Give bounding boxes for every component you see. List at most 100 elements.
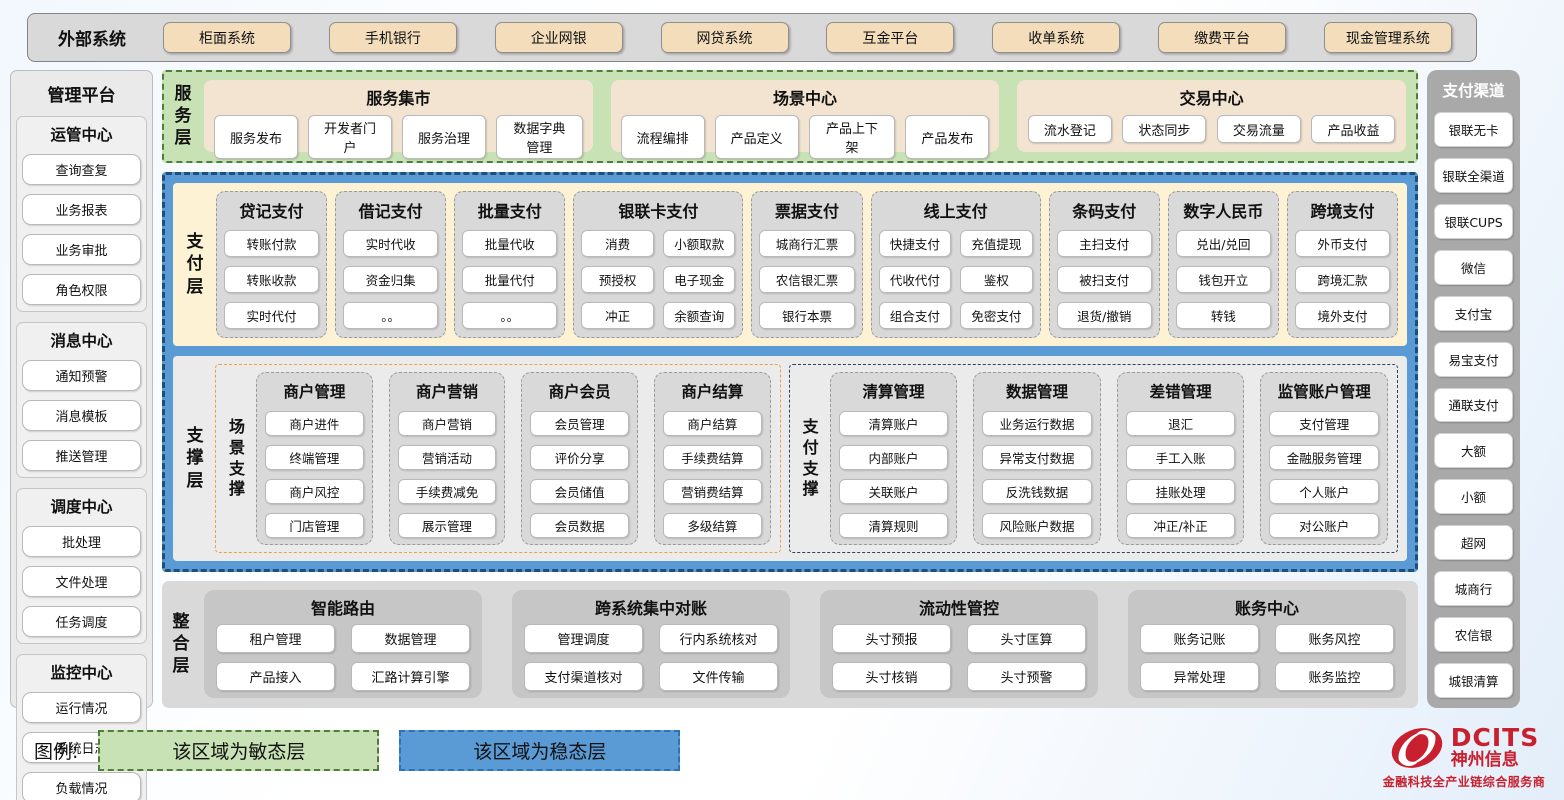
support-layer: 支撑层 场景支撑商户管理商户进件终端管理商户风控门店管理商户营销商户营销营销活动… — [173, 356, 1407, 561]
support-column: 商户结算商户结算手续费结算营销费结算多级结算 — [654, 372, 771, 545]
payment-channel-box: 大额 — [1434, 433, 1513, 469]
integration-module-box: 头寸预报 — [832, 624, 951, 653]
support-module-box: 金融服务管理 — [1269, 445, 1379, 470]
center-column: 服务层 服务集市服务发布开发者门户服务治理数据字典管理场景中心流程编排产品定义产… — [162, 70, 1418, 708]
support-module-box: 商户进件 — [265, 411, 364, 436]
stable-layer-container: 支付层 贷记支付转账付款转账收款实时代付借记支付实时代收资金归集。。批量支付批量… — [162, 172, 1418, 572]
support-module-box: 退汇 — [1125, 411, 1236, 436]
payment-channel-box: 易宝支付 — [1434, 341, 1513, 377]
management-module-box: 消息模板 — [22, 400, 141, 431]
management-group-title: 调度中心 — [50, 498, 113, 516]
support-module-box: 终端管理 — [265, 445, 364, 470]
payment-column: 贷记支付转账付款转账收款实时代付 — [216, 191, 328, 338]
payment-column: 数字人民币兑出/兑回钱包开立转钱 — [1167, 191, 1279, 338]
payment-channel-box: 城商行 — [1434, 571, 1513, 607]
integration-module-box: 头寸核销 — [832, 662, 951, 691]
support-module-box: 评价分享 — [530, 445, 630, 470]
external-system-box: 网贷系统 — [660, 22, 789, 53]
management-module-box: 推送管理 — [22, 440, 141, 471]
support-column-title: 监管账户管理 — [1277, 383, 1371, 401]
payment-module-box: 被扫支付 — [1056, 266, 1152, 293]
payment-module-box: 快捷支付 — [878, 230, 952, 257]
support-column-title: 商户会员 — [548, 383, 611, 401]
support-column-title: 差错管理 — [1149, 383, 1212, 401]
payment-module-box: 资金归集 — [343, 266, 439, 293]
payment-module-box: 退货/撤销 — [1056, 302, 1152, 329]
payment-module-box: 组合支付 — [878, 302, 952, 329]
payment-module-box: 转钱 — [1175, 302, 1271, 329]
integration-layer: 整合层 智能路由租户管理数据管理产品接入汇路计算引擎跨系统集中对账管理调度行内系… — [162, 581, 1418, 708]
support-module-box: 手续费结算 — [663, 445, 762, 470]
service-module-box: 产品定义 — [714, 115, 799, 159]
payment-module-box: 冲正 — [581, 302, 654, 329]
service-module-box: 服务治理 — [402, 115, 486, 159]
service-group-title: 交易中心 — [1179, 89, 1244, 108]
payment-module-box: 主扫支付 — [1056, 230, 1152, 257]
integration-group-items: 账务记账账务风控异常处理账务监控 — [1140, 624, 1394, 691]
legend: 图例: 该区域为敏态层 该区域为稳态层 — [34, 729, 681, 771]
payment-module-box: 。。 — [343, 302, 439, 329]
payment-channel-box: 小额 — [1434, 479, 1513, 515]
support-module-box: 手续费减免 — [397, 479, 497, 504]
service-group-title: 服务集市 — [366, 89, 431, 108]
payment-module-box: 转账付款 — [224, 230, 320, 257]
service-module-box: 数据字典管理 — [496, 115, 583, 159]
support-module-box: 内部账户 — [838, 445, 949, 470]
payment-module-box: 钱包开立 — [1175, 266, 1271, 293]
payment-module-box: 批量代付 — [462, 266, 558, 293]
integration-module-box: 行内系统核对 — [659, 624, 778, 653]
integration-module-box: 账务风控 — [1275, 624, 1394, 653]
dcits-logo: DCITS 神州信息 金融科技全产业链综合服务商 — [1378, 725, 1550, 790]
payment-column-items: 转账付款转账收款实时代付 — [224, 230, 320, 329]
middle-row: 管理平台 运管中心查询查复业务报表业务审批角色权限消息中心通知预警消息模板推送管… — [0, 62, 1564, 800]
payment-module-box: 实时代付 — [224, 302, 320, 329]
management-platform-panel: 管理平台 运管中心查询查复业务报表业务审批角色权限消息中心通知预警消息模板推送管… — [10, 70, 153, 800]
payment-module-box: 消费 — [581, 230, 654, 257]
support-column-title: 商户营销 — [416, 383, 479, 401]
payment-module-box: 充值提现 — [960, 230, 1033, 257]
support-column: 监管账户管理支付管理金融服务管理个人账户对公账户 — [1260, 372, 1388, 545]
support-column-title: 商户结算 — [681, 383, 744, 401]
payment-module-box: 转账收款 — [224, 266, 320, 293]
support-column-title: 数据管理 — [1006, 383, 1069, 401]
support-column: 差错管理退汇手工入账挂账处理冲正/补正 — [1116, 372, 1245, 545]
support-module-box: 清算规则 — [838, 513, 949, 538]
support-module-box: 会员管理 — [530, 411, 630, 436]
support-module-box: 冲正/补正 — [1125, 513, 1236, 538]
payment-column-title: 票据支付 — [775, 202, 840, 221]
payment-channel-box: 通联支付 — [1434, 387, 1513, 423]
support-module-box: 展示管理 — [397, 513, 497, 538]
payment-column: 跨境支付外币支付跨境汇款境外支付 — [1286, 191, 1399, 338]
support-column: 数据管理业务运行数据异常支付数据反洗钱数据风险账户数据 — [973, 372, 1101, 545]
support-section-columns: 清算管理清算账户内部账户关联账户清算规则数据管理业务运行数据异常支付数据反洗钱数… — [829, 372, 1388, 545]
integration-group: 智能路由租户管理数据管理产品接入汇路计算引擎 — [204, 590, 482, 698]
support-module-box: 对公账户 — [1269, 513, 1379, 538]
integration-group-title: 跨系统集中对账 — [594, 599, 707, 618]
management-module-box: 业务报表 — [22, 194, 141, 225]
support-layer-sections: 场景支撑商户管理商户进件终端管理商户风控门店管理商户营销商户营销营销活动手续费减… — [215, 364, 1398, 553]
payment-column: 线上支付快捷支付充值提现代收代付鉴权组合支付免密支付 — [870, 191, 1041, 338]
legend-agile-box: 该区域为敏态层 — [98, 729, 380, 771]
management-groups: 运管中心查询查复业务报表业务审批角色权限消息中心通知预警消息模板推送管理调度中心… — [16, 116, 147, 800]
payment-column-items: 快捷支付充值提现代收代付鉴权组合支付免密支付 — [878, 230, 1033, 329]
management-group: 运管中心查询查复业务报表业务审批角色权限 — [16, 116, 147, 312]
payment-column-items: 城商行汇票农信银汇票银行本票 — [759, 230, 855, 329]
integration-module-box: 支付渠道核对 — [524, 662, 643, 691]
service-layer-groups: 服务集市服务发布开发者门户服务治理数据字典管理场景中心流程编排产品定义产品上下架… — [204, 80, 1407, 159]
payment-column-items: 批量代收批量代付。。 — [462, 230, 558, 329]
management-group-title: 监控中心 — [50, 664, 113, 682]
dcits-tagline-text: 金融科技全产业链综合服务商 — [1382, 775, 1546, 789]
payment-module-box: 兑出/兑回 — [1175, 230, 1271, 257]
payment-column: 批量支付批量代收批量代付。。 — [454, 191, 566, 338]
support-column-title: 清算管理 — [862, 383, 925, 401]
integration-group-title: 流动性管控 — [918, 599, 999, 618]
external-system-box: 手机银行 — [328, 22, 457, 53]
service-module-box: 交易流量 — [1216, 115, 1301, 143]
integration-group-title: 智能路由 — [310, 599, 375, 618]
payment-column-title: 数字人民币 — [1183, 202, 1264, 221]
payment-module-box: 鉴权 — [960, 266, 1033, 293]
support-module-box: 商户风控 — [265, 479, 364, 504]
payment-module-box: 实时代收 — [343, 230, 439, 257]
external-systems-bar: 外部系统 柜面系统手机银行企业网银网贷系统互金平台收单系统缴费平台现金管理系统 — [27, 13, 1477, 62]
service-group: 场景中心流程编排产品定义产品上下架产品发布 — [610, 80, 1000, 159]
